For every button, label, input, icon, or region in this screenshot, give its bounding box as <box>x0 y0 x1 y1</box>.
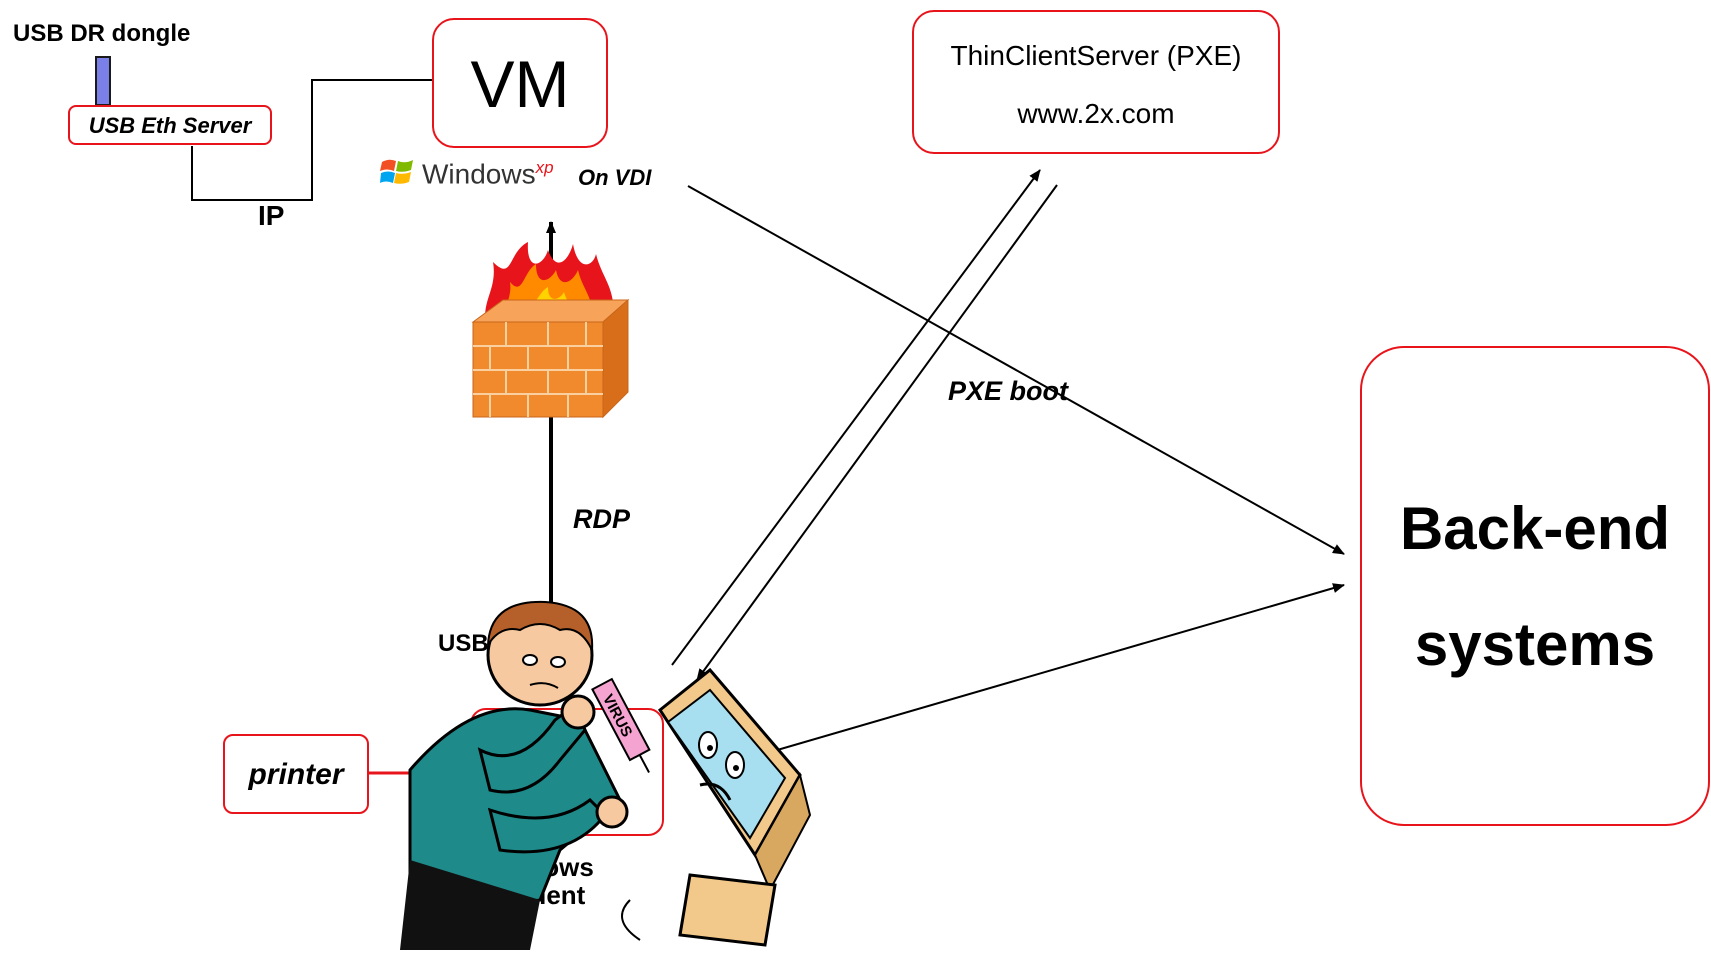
pxe-boot-label: PXE boot <box>948 376 1068 406</box>
thin-client-url-label: www.2x.com <box>1017 98 1175 129</box>
firewall-icon <box>468 242 634 422</box>
hacker-illustration: VIRUS <box>380 600 820 950</box>
rdp-label: RDP <box>573 504 631 534</box>
xp-superscript: xp <box>535 158 554 177</box>
windows-flag-icon <box>380 156 416 188</box>
backend-systems-box: Back-end systems <box>1360 346 1710 826</box>
backend-line2-label: systems <box>1414 611 1656 678</box>
printer-box: printer <box>223 734 369 814</box>
printer-label: printer <box>248 758 344 791</box>
vm-label: VM <box>470 47 570 121</box>
windows-xp-logo-text: Windowsxp <box>422 158 554 190</box>
vdi-to-backend-arrow <box>687 185 1345 555</box>
client-to-pxe-arrow <box>671 169 1041 666</box>
backend-line1-label: Back-end <box>1399 495 1671 562</box>
thin-client-server-label: ThinClientServer (PXE) <box>950 40 1242 71</box>
windows-word: Windows <box>422 158 536 190</box>
on-vdi-label: On VDI <box>578 165 652 190</box>
client-to-backend-arrow <box>759 583 1345 756</box>
usb-dr-dongle-icon <box>95 56 111 106</box>
usb-eth-server-box: USB Eth Server <box>68 105 272 145</box>
usb-eth-server-label: USB Eth Server <box>88 113 252 138</box>
computer-monitor-icon <box>621 667 812 947</box>
thin-client-server-box: ThinClientServer (PXE) www.2x.com <box>912 10 1280 154</box>
ip-label: IP <box>258 200 285 231</box>
usb-dr-dongle-label: USB DR dongle <box>13 20 191 47</box>
ip-connection-line <box>191 79 435 201</box>
vm-box: VM <box>432 18 608 148</box>
pxe-to-client-arrow <box>696 184 1058 681</box>
